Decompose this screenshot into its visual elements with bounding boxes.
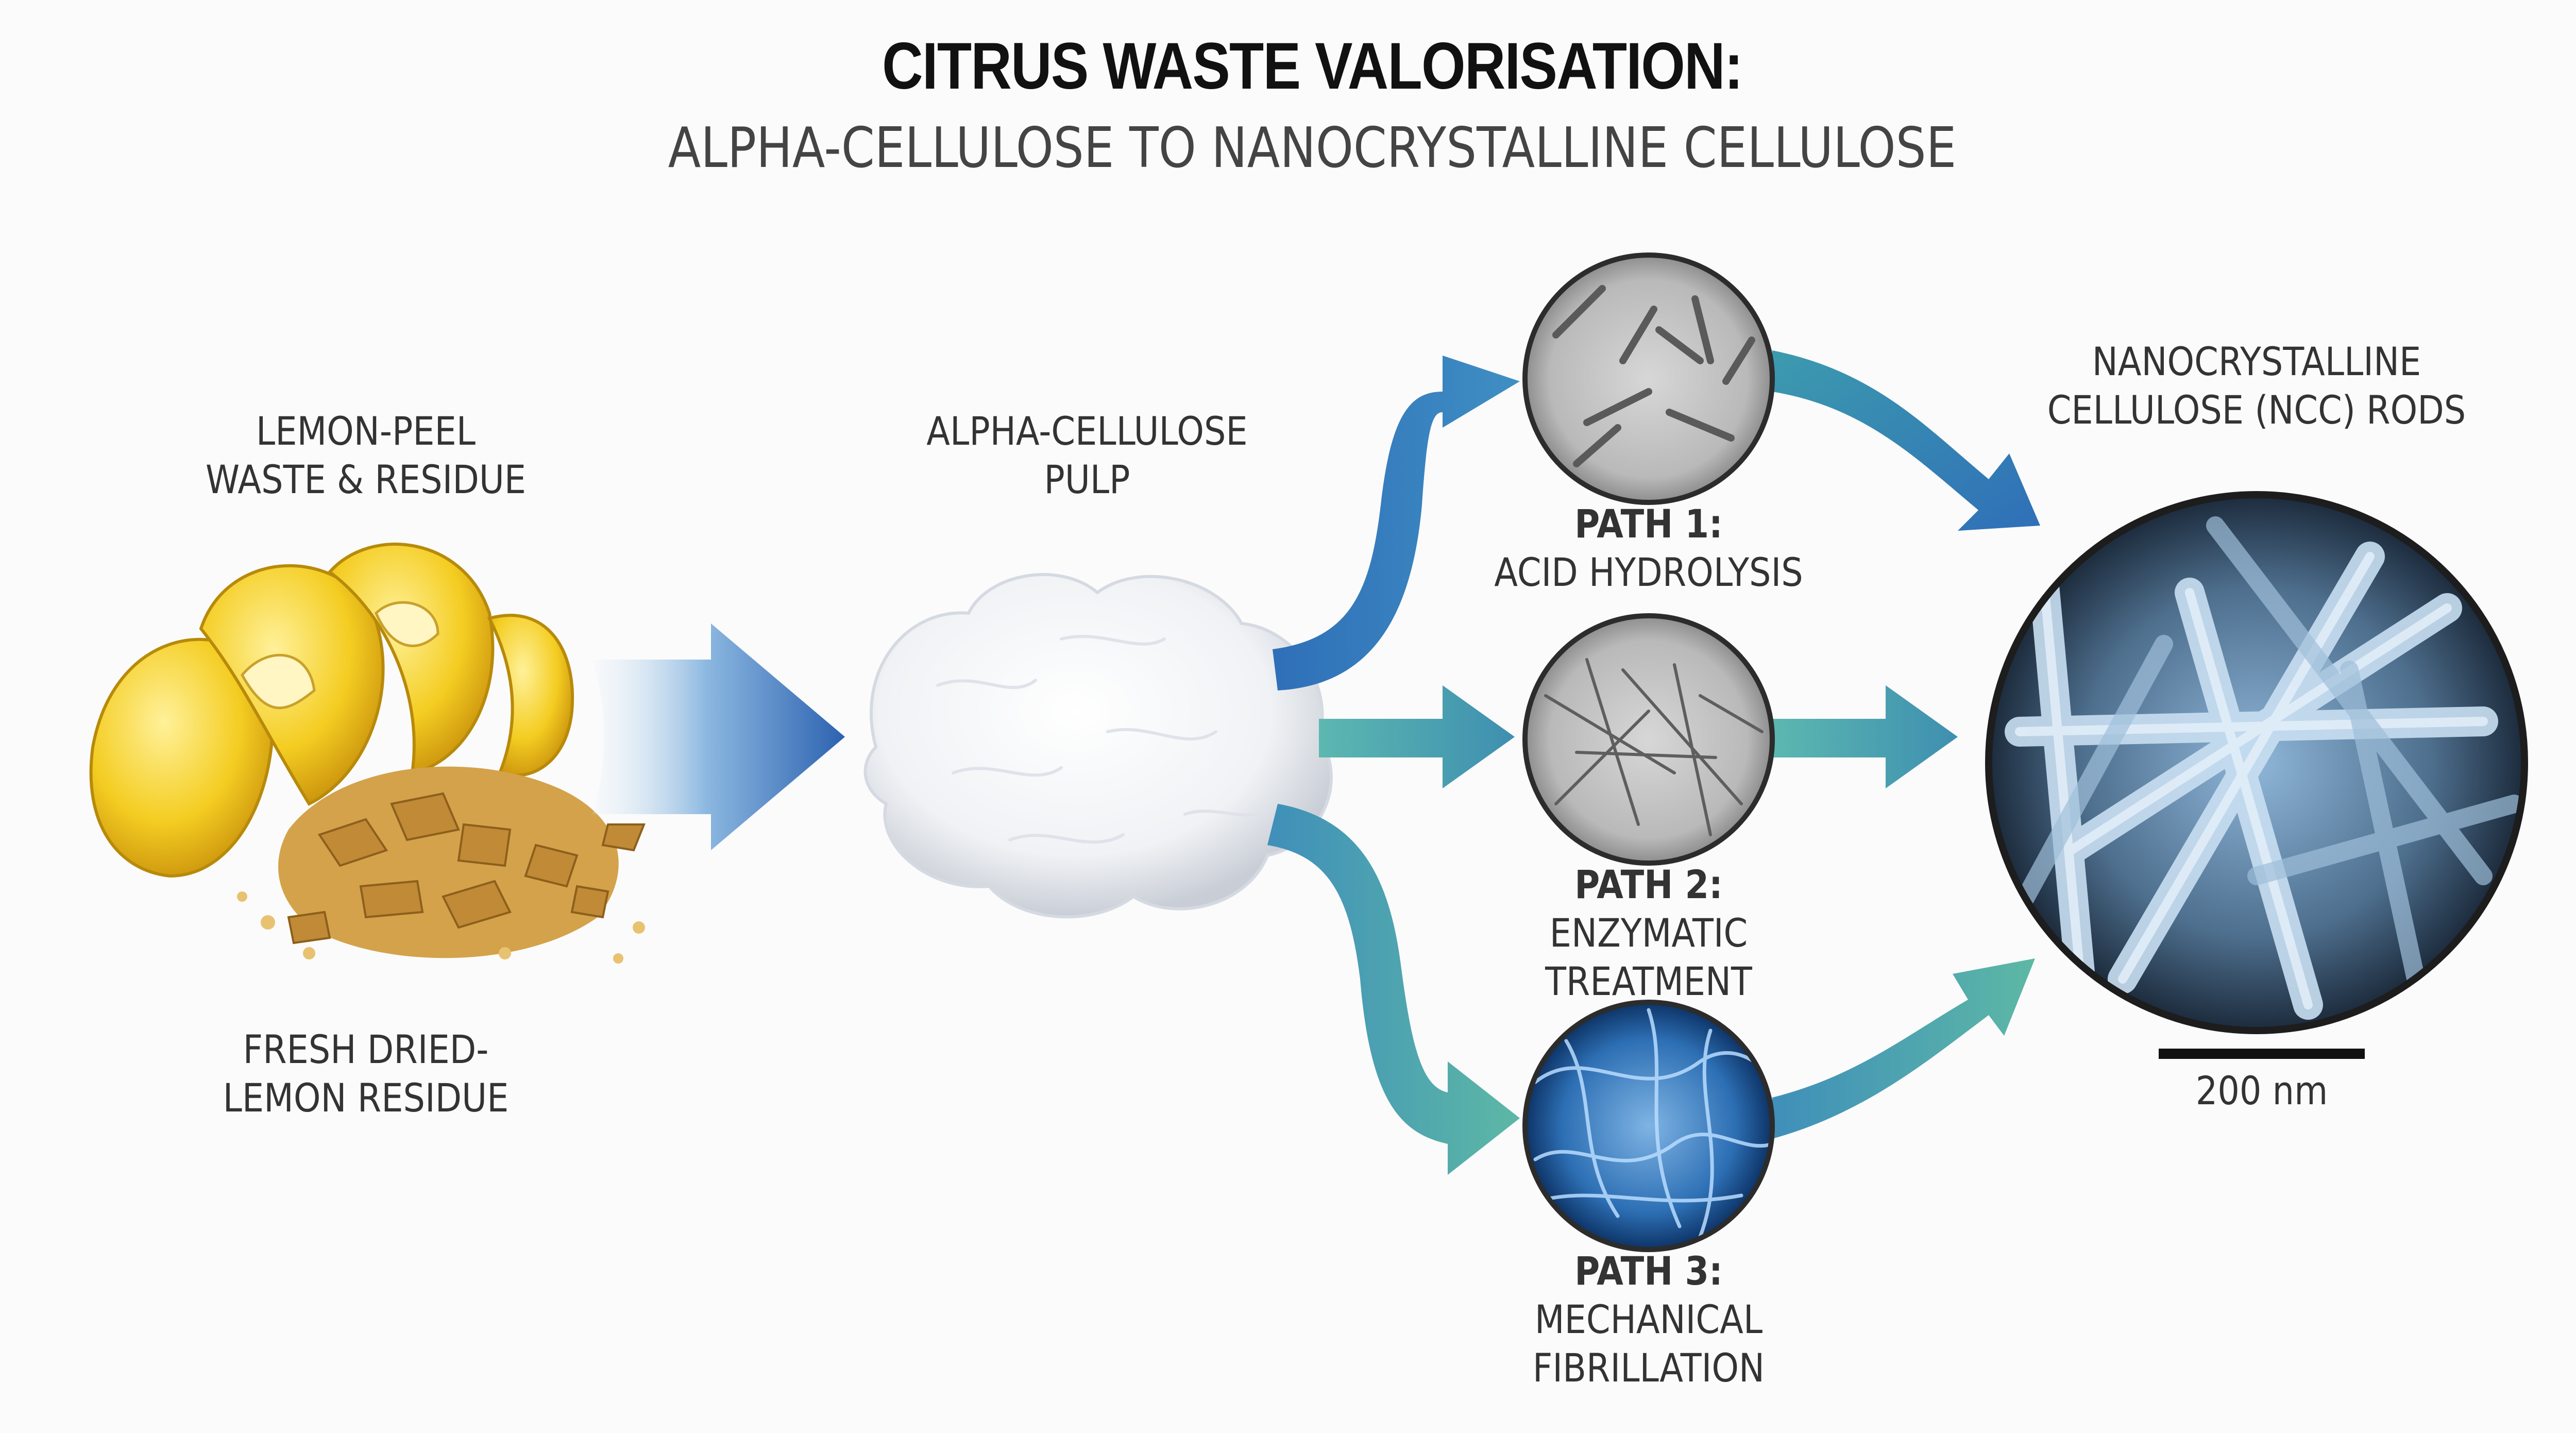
pulp-label: ALPHA-CELLULOSE PULP [892, 407, 1282, 504]
path1-micrograph [1522, 252, 1775, 505]
path2-title: PATH 2: [1574, 862, 1723, 907]
path3-line2: FIBRILLATION [1532, 1345, 1765, 1391]
pulp-label-line2: PULP [1044, 457, 1130, 502]
cellulose-pulp-cloud [863, 573, 1333, 919]
path3-title: PATH 3: [1574, 1248, 1723, 1294]
path1-label: PATH 1: ACID HYDROLYSIS [1490, 500, 1807, 597]
path2-label: PATH 2: ENZYMATIC TREATMENT [1490, 861, 1807, 1006]
arrow-path2-to-ncc [1772, 685, 1958, 788]
ncc-label-line2: CELLULOSE (NCC) RODS [2047, 387, 2466, 433]
path1-line1: ACID HYDROLYSIS [1494, 549, 1803, 595]
arrow-pulp-to-path2 [1319, 685, 1515, 788]
scale-bar-label: 200 nm [2195, 1068, 2328, 1114]
ncc-micrograph [1985, 491, 2528, 1034]
arrow-pulp-to-path1 [1273, 356, 1520, 690]
ncc-label-line1: NANOCRYSTALLINE [2092, 339, 2421, 384]
arrow-path3-to-ncc [1772, 958, 2035, 1139]
scale-bar [2159, 1049, 2365, 1059]
source-bottom-label-line2: LEMON RESIDUE [223, 1075, 509, 1121]
source-top-label-line1: LEMON-PEEL [256, 408, 476, 454]
source-bottom-label-line1: FRESH DRIED- [243, 1026, 489, 1072]
ncc-label: NANOCRYSTALLINE CELLULOSE (NCC) RODS [2030, 338, 2483, 434]
pulp-label-line1: ALPHA-CELLULOSE [926, 408, 1248, 454]
path3-micrograph [1522, 1000, 1775, 1252]
source-bottom-label: FRESH DRIED- LEMON RESIDUE [171, 1025, 561, 1122]
source-top-label: LEMON-PEEL WASTE & RESIDUE [171, 407, 561, 504]
diagram-title: CITRUS WASTE VALORISATION: [882, 29, 1743, 103]
path1-title: PATH 1: [1574, 501, 1723, 547]
arrow-pulp-to-path3 [1267, 804, 1520, 1175]
path2-micrograph [1522, 613, 1775, 866]
diagram-subtitle: ALPHA-CELLULOSE TO NANOCRYSTALLINE CELLU… [668, 116, 1957, 180]
lemon-peel-illustration [89, 543, 646, 964]
path2-line1: ENZYMATIC [1549, 910, 1748, 956]
arrow-path1-to-ncc [1772, 350, 2040, 531]
path3-line1: MECHANICAL [1534, 1296, 1763, 1342]
path2-line2: TREATMENT [1545, 958, 1752, 1004]
source-top-label-line2: WASTE & RESIDUE [205, 457, 527, 502]
arrow-waste-to-pulp [592, 623, 845, 850]
path3-label: PATH 3: MECHANICAL FIBRILLATION [1490, 1247, 1807, 1392]
